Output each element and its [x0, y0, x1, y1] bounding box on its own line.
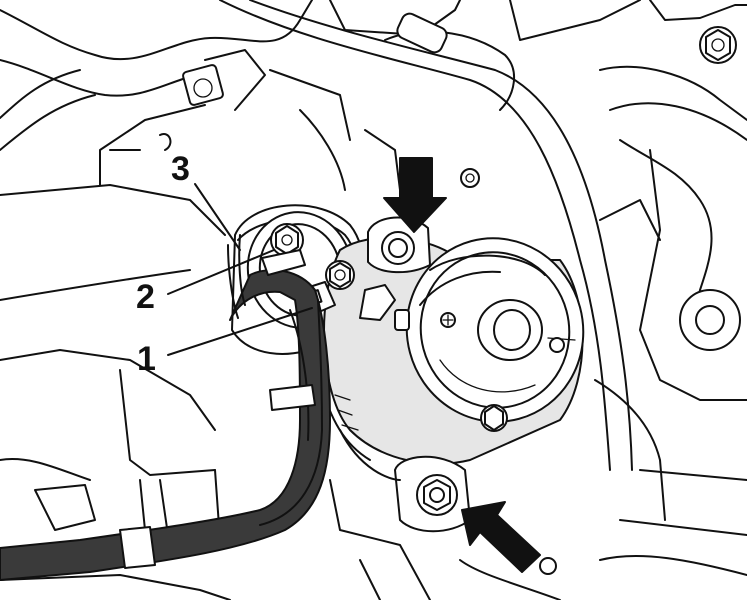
- callout-1: 1: [137, 340, 156, 378]
- callouts: 3 2 1: [136, 150, 190, 378]
- arrow-top-mounting-bolt: [383, 157, 447, 233]
- leader-line-2: [167, 249, 275, 295]
- arrows: [383, 157, 541, 573]
- terminals-and-cables: [0, 223, 355, 581]
- leader-line-3: [194, 183, 241, 251]
- callout-2: 2: [136, 278, 155, 316]
- leader-line-1: [167, 307, 313, 356]
- leader-lines: [167, 183, 313, 356]
- callout-3: 3: [171, 150, 190, 188]
- arrow-bottom-mounting-bolt: [461, 501, 541, 573]
